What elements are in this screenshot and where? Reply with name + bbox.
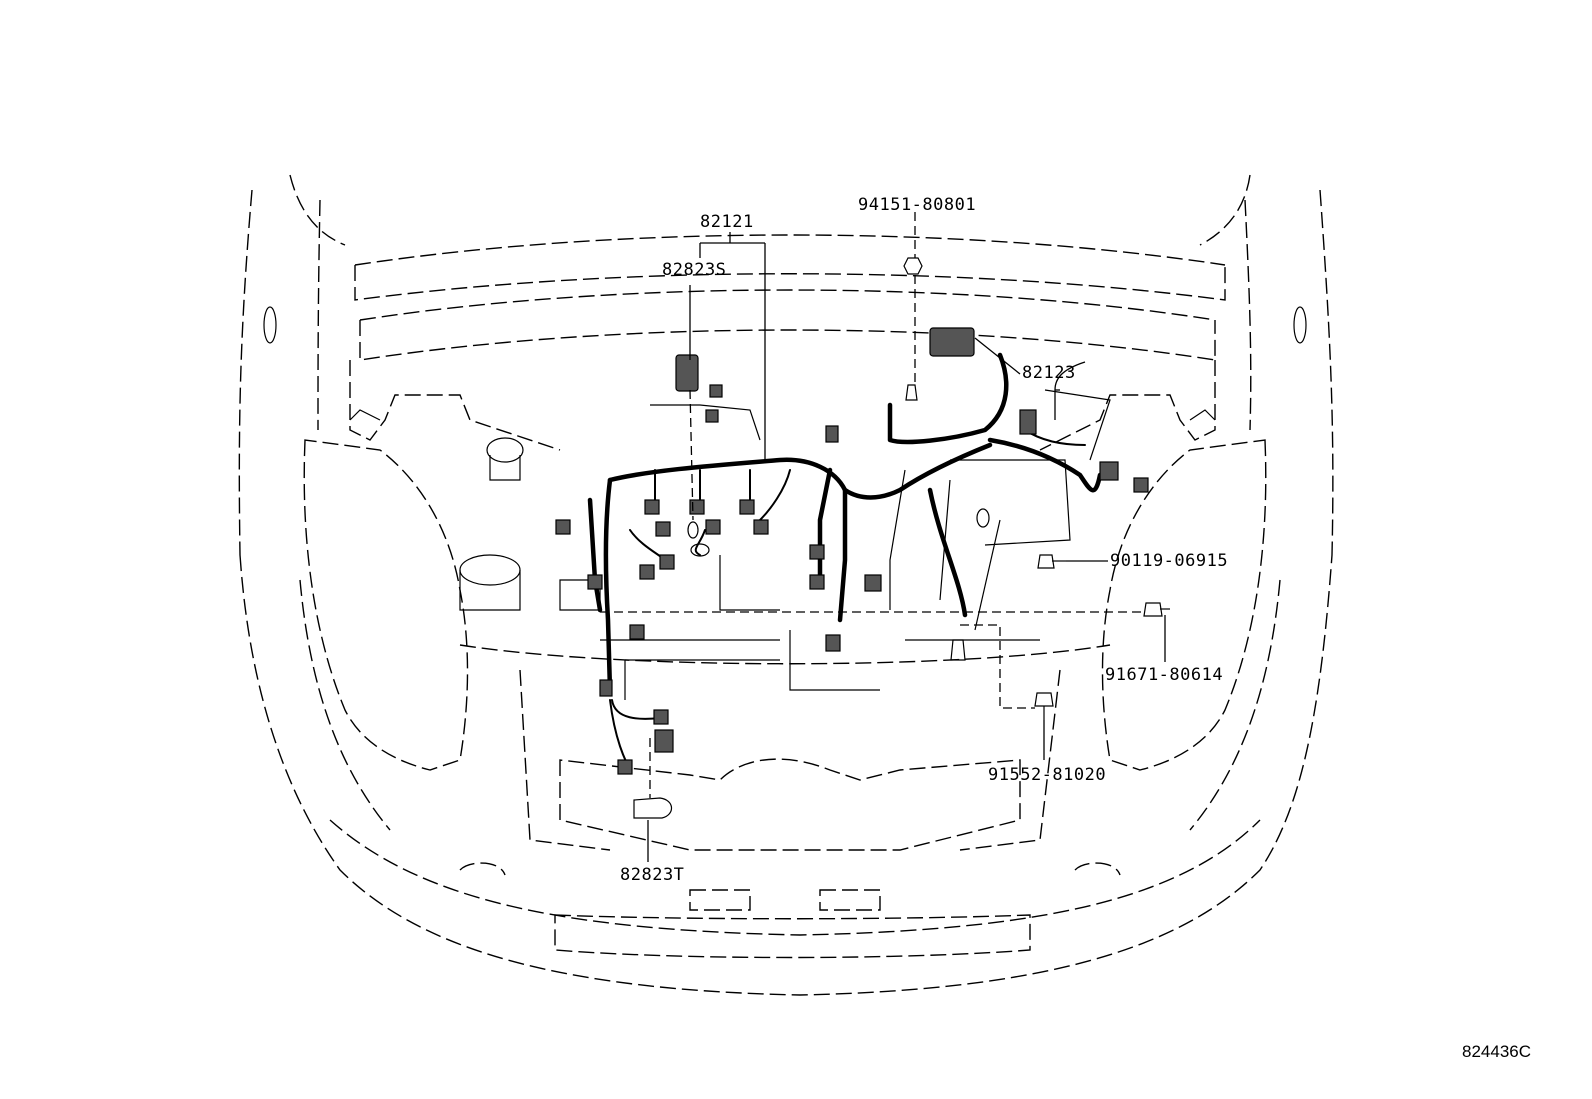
- callout-82121: 82121: [700, 212, 754, 232]
- callout-91671-80614: 91671-80614: [1105, 665, 1223, 685]
- callout-90119-06915: 90119-06915: [1110, 551, 1228, 571]
- harness-connectors: [555, 327, 1149, 819]
- callout-91552-81020: 91552-81020: [988, 765, 1106, 785]
- callout-82823t: 82823T: [620, 865, 684, 885]
- engine-detail-lines: [263, 306, 1307, 700]
- callout-82823s: 82823S: [662, 260, 726, 280]
- callout-94151-80801: 94151-80801: [858, 195, 976, 215]
- callout-leader-lines: [600, 212, 1166, 862]
- illustration-reference-code: 824436C: [1462, 1042, 1531, 1061]
- wiring-harness: [587, 352, 1103, 771]
- vehicle-body-outline: [238, 174, 1334, 996]
- part-callouts: 82121 82823S 94151-80801 82123 90119-069…: [620, 195, 1228, 885]
- fasteners: [903, 257, 1170, 720]
- callout-82123: 82123: [1022, 363, 1076, 383]
